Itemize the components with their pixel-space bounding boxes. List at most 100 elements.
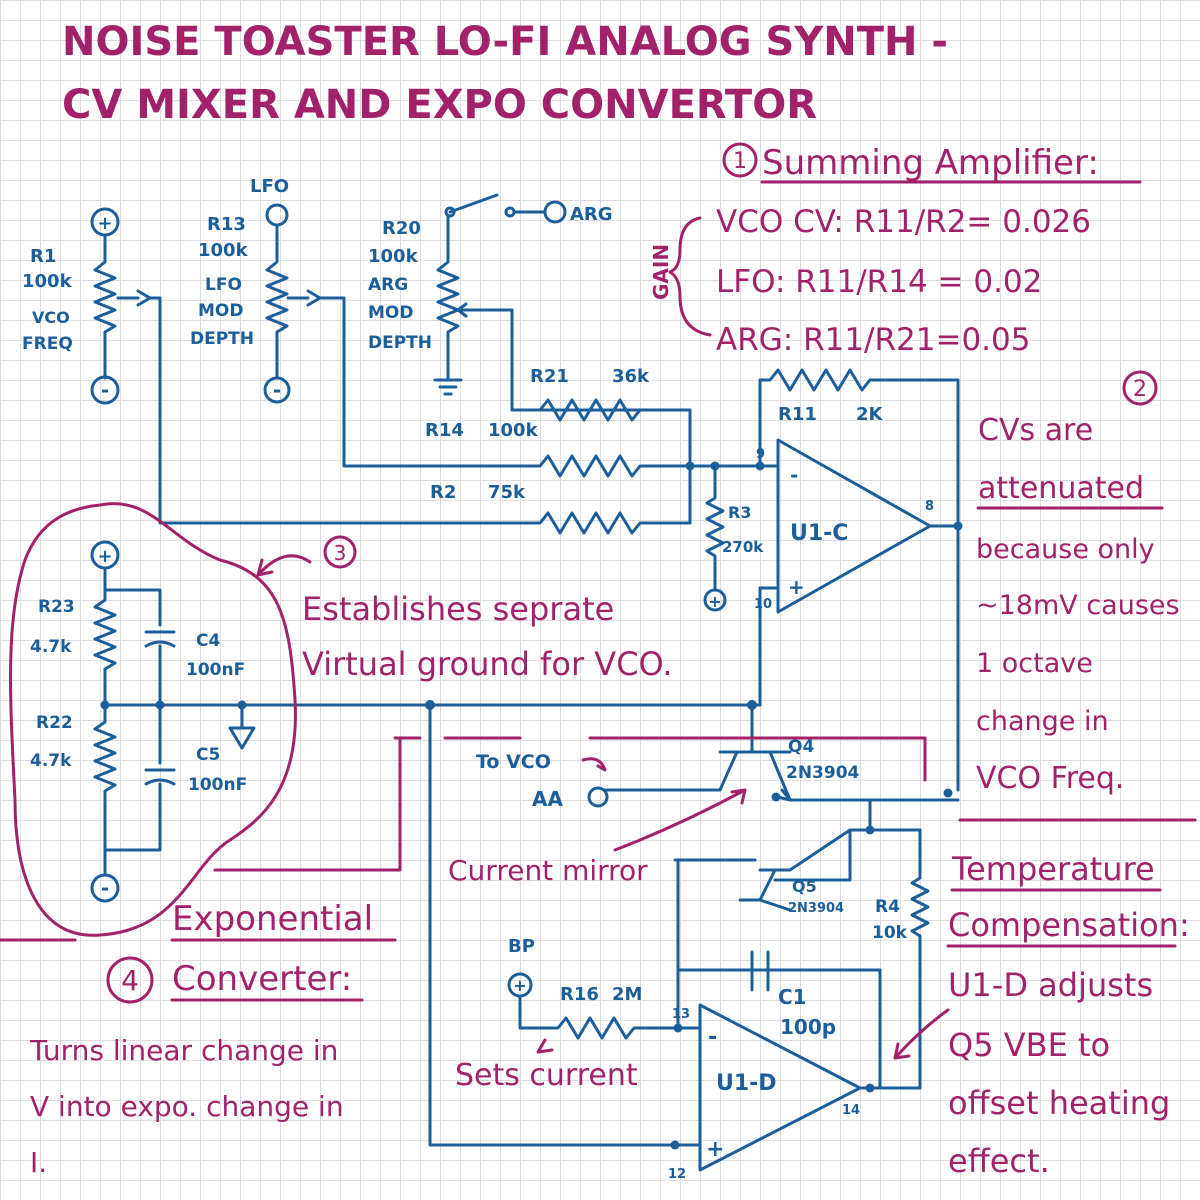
q4-value: 2N3904 <box>786 763 860 783</box>
u1c-name: U1-C <box>790 521 848 546</box>
r22-name: R22 <box>36 713 73 733</box>
opamp-u1d: - + U1-D 13 12 14 <box>668 1003 882 1182</box>
minus-supply-icon: - <box>273 378 281 402</box>
resistor-r14: R14 100k <box>342 296 762 478</box>
pin-12: 12 <box>668 1167 686 1182</box>
opamp-minus-input: - <box>790 463 798 487</box>
resistor-r16: BP + R16 2M <box>507 936 680 1040</box>
u1d-name: U1-D <box>716 1071 777 1096</box>
cv-note-line-1: CVs are <box>978 413 1093 448</box>
q5-name: Q5 <box>792 877 817 896</box>
expo-body-line-2: V into expo. change in <box>30 1090 344 1123</box>
expo-title-line-2: Converter: <box>172 959 352 999</box>
temp-body-line-1: U1-D adjusts <box>948 966 1153 1004</box>
r1-label-1: VCO <box>32 308 70 327</box>
r20-label-2: MOD <box>368 303 413 323</box>
opamp-u1c: - + U1-C 9 10 8 <box>754 438 963 614</box>
temp-body-line-4: effect. <box>948 1142 1050 1180</box>
r11-value: 2K <box>856 404 884 425</box>
r23-name: R23 <box>38 597 75 617</box>
r3-value: 270k <box>722 538 764 556</box>
r16-value: 2M <box>612 984 642 1005</box>
r13-label-3: DEPTH <box>190 329 254 349</box>
to-vco-label: To VCO <box>476 751 551 773</box>
resistor-r2: R2 75k <box>158 296 692 535</box>
potentiometer-r13: LFO - R13 100k LFO MOD DEPTH <box>190 176 346 404</box>
r2-name: R2 <box>430 482 456 503</box>
vg-note-line-2: Virtual ground for VCO. <box>302 645 673 683</box>
temp-body-line-3: offset heating <box>948 1084 1170 1122</box>
r13-label-2: MOD <box>198 301 243 321</box>
r20-name: R20 <box>382 218 421 239</box>
c1-name: C1 <box>778 985 807 1009</box>
gain-arg: ARG: R11/R21=0.05 <box>716 322 1030 358</box>
opamp-plus-input: + <box>706 1137 724 1162</box>
junction-dot <box>685 461 695 471</box>
temp-title-line-2: Compensation: <box>948 906 1190 944</box>
arg-input-label: ARG <box>570 204 613 225</box>
r21-name: R21 <box>530 366 569 387</box>
cv-note-line-2: attenuated <box>978 471 1144 506</box>
cv-note-line-6: change in <box>976 706 1109 737</box>
r1-label-2: FREQ <box>22 334 73 354</box>
resistor-r3: + R3 270k <box>703 461 764 612</box>
sets-current-label: Sets current <box>455 1058 638 1093</box>
r23-value: 4.7k <box>30 637 72 657</box>
r20-label-1: ARG <box>368 275 408 295</box>
annotation-virtual-ground: 3 Establishes seprate Virtual ground for… <box>9 502 927 937</box>
temp-title-line-1: Temperature <box>951 850 1155 888</box>
r20-value: 100k <box>368 246 419 267</box>
note-number-3: 3 <box>334 541 347 565</box>
minus-supply-icon: - <box>101 876 109 900</box>
pin-14: 14 <box>842 1103 860 1118</box>
c4-name: C4 <box>196 631 220 651</box>
pin-8: 8 <box>925 499 934 514</box>
aa-output-label: AA <box>532 787 563 811</box>
summing-amp-title: Summing Amplifier: <box>762 143 1099 183</box>
opamp-minus-input: - <box>708 1025 717 1050</box>
bp-input-label: BP <box>508 936 535 957</box>
current-mirror-label: Current mirror <box>448 854 648 887</box>
vg-note-line-1: Establishes seprate <box>302 590 614 628</box>
c5-name: C5 <box>196 745 220 765</box>
title-line-2: CV MIXER AND EXPO CONVERTOR <box>62 82 817 128</box>
r14-name: R14 <box>425 420 464 441</box>
r11-name: R11 <box>778 404 817 425</box>
title-line-1: NOISE TOASTER LO-FI ANALOG SYNTH - <box>62 19 948 65</box>
r13-label-1: LFO <box>205 275 242 295</box>
q4-name: Q4 <box>788 737 814 757</box>
minus-supply-icon: - <box>101 378 109 402</box>
plus-supply-icon: + <box>708 592 721 611</box>
lfo-input-label: LFO <box>250 176 289 197</box>
expo-body-line-3: I. <box>30 1146 47 1179</box>
potentiometer-r1: + - R1 100k VCO FREQ <box>22 207 162 405</box>
c5-value: 100nF <box>188 775 247 795</box>
plus-supply-icon: + <box>513 976 526 995</box>
plus-supply-icon: + <box>97 546 112 567</box>
r14-value: 100k <box>488 420 539 441</box>
resistor-r11: R11 2K <box>758 368 960 792</box>
q5-value: 2N3904 <box>788 901 844 916</box>
r2-value: 75k <box>488 482 526 503</box>
expo-body-line-1: Turns linear change in <box>29 1034 338 1067</box>
cv-note-line-7: VCO Freq. <box>976 761 1124 796</box>
annotation-expo-converter: Exponential 4 Converter: Turns linear ch… <box>0 899 397 1179</box>
capacitor-c1: C1 100p <box>673 950 882 1039</box>
temp-body-line-2: Q5 VBE to <box>948 1026 1110 1064</box>
resistor-r21: R21 36k <box>530 366 650 422</box>
annotation-sets-current: Sets current <box>455 1038 638 1093</box>
pin-13: 13 <box>672 1007 690 1022</box>
note-number-4: 4 <box>121 964 139 997</box>
r4-name: R4 <box>875 897 900 917</box>
r13-name: R13 <box>207 214 246 235</box>
c4-value: 100nF <box>186 660 245 680</box>
annotation-cv-attenuation: 2 CVs are attenuated because only ~18mV … <box>976 370 1180 796</box>
vground-to-u1d-wire <box>428 703 677 1147</box>
cv-note-line-3: because only <box>976 534 1155 565</box>
r22-value: 4.7k <box>30 751 72 771</box>
r1-name: R1 <box>30 246 56 267</box>
plus-supply-icon: + <box>97 213 112 234</box>
transistor-q4: AA To VCO Q4 2N3904 <box>476 703 960 811</box>
gain-vco: VCO CV: R11/R2= 0.026 <box>716 204 1091 240</box>
